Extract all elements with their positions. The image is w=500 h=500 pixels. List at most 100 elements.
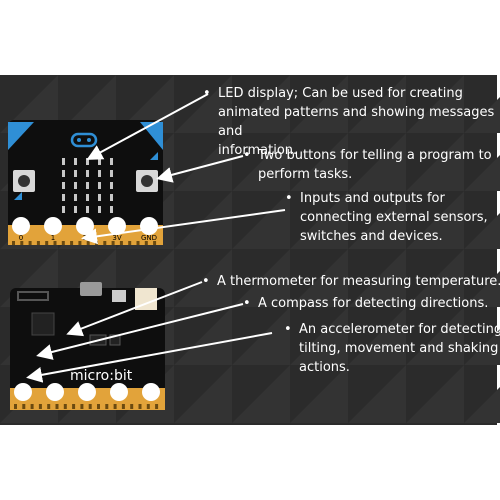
pin-strip: [153, 241, 157, 245]
callout-line: A compass for detecting directions.: [258, 296, 489, 311]
callout-thermometer: • A thermometer for measuring temperatur…: [202, 272, 500, 291]
background-triangle: [464, 213, 500, 249]
button-a-cap[interactable]: [18, 175, 30, 187]
background-triangle: [406, 133, 464, 191]
corner-accent-icon: [8, 122, 34, 150]
led: [86, 158, 89, 165]
logo-text-group: micro:bit: [70, 368, 133, 384]
callout-line: tilting, movement and shaking: [299, 341, 499, 356]
pin-label: GND: [141, 234, 157, 242]
callout-line: A thermometer for measuring temperature.: [217, 274, 500, 289]
background-triangle: [464, 155, 500, 191]
led: [62, 170, 65, 177]
background-triangle: [348, 249, 406, 307]
background-triangle: [348, 307, 406, 365]
background-triangle: [464, 271, 500, 307]
background-triangle: [232, 191, 290, 249]
pin-pad-hole-back: [46, 383, 64, 401]
pin-strip-back: [30, 404, 34, 409]
background-triangle: [174, 191, 232, 249]
background-triangle: [232, 133, 290, 191]
background-triangle: [0, 75, 58, 133]
reset-button[interactable]: [112, 290, 126, 302]
background-triangle: [290, 133, 348, 191]
pin-pad-hole-back: [78, 383, 96, 401]
background-triangle: [406, 249, 464, 307]
led: [74, 170, 77, 177]
pin-strip: [144, 241, 148, 245]
arrow-io-pins: [81, 209, 286, 245]
background-triangle: [290, 249, 348, 307]
pin-strip: [36, 241, 40, 245]
background-triangle: [348, 75, 406, 133]
led: [62, 158, 65, 165]
callout-buttons: • Two buttons for telling a program to p…: [243, 146, 500, 184]
pin-strip: [136, 241, 140, 245]
pin-strip: [70, 241, 74, 245]
background-triangle: [232, 75, 290, 133]
callout-accelerometer: • An accelerometer for detecting tilting…: [284, 320, 500, 377]
logo-dot: [77, 138, 81, 142]
callout-line: switches and devices.: [300, 229, 443, 244]
pin-strip: [20, 241, 24, 245]
background-triangle: [174, 307, 232, 365]
led: [86, 182, 89, 189]
led: [98, 194, 101, 201]
background-triangle: [464, 329, 500, 365]
logo-dot: [87, 138, 91, 142]
callout-line: Inputs and outputs for: [300, 191, 445, 206]
background-triangle: [174, 133, 232, 191]
pin-strip: [53, 241, 57, 245]
callout-line: connecting external sensors,: [300, 210, 488, 225]
pin-strip-back: [121, 404, 125, 409]
background-triangle: [348, 365, 406, 423]
radio-antenna: [17, 291, 49, 301]
button-b-cap[interactable]: [141, 175, 153, 187]
background-triangle: [406, 365, 464, 423]
pin-pads-back: [14, 383, 160, 409]
led: [98, 206, 101, 213]
pin-strip-back: [88, 404, 92, 409]
led: [86, 206, 89, 213]
background-triangle: [464, 387, 500, 423]
pin-strip: [103, 241, 107, 245]
callout-line: information.: [218, 143, 298, 158]
led: [74, 206, 77, 213]
bullet-icon: •: [243, 148, 251, 163]
background-triangle: [174, 249, 232, 307]
background-triangle: [348, 191, 406, 249]
callout-line: LED display; Can be used for creating: [218, 86, 463, 101]
callout-line: perform tasks.: [258, 167, 353, 182]
led: [98, 158, 101, 165]
arrow-led-display: [86, 93, 209, 160]
pin-strip: [12, 241, 15, 245]
callout-line: An accelerometer for detecting: [299, 322, 500, 337]
arrow-thermometer: [66, 281, 203, 337]
pin-strip: [128, 241, 132, 245]
background-triangle: [464, 97, 500, 133]
background-triangle: [290, 75, 348, 133]
led: [62, 194, 65, 201]
background-triangle: [174, 75, 232, 133]
corner-accent-icon: [150, 152, 158, 160]
pin-strip: [78, 241, 82, 245]
led: [110, 170, 113, 177]
background-triangle: [174, 365, 232, 423]
usb-connector: [80, 282, 102, 296]
pin-pad-hole: [108, 217, 126, 235]
background-triangle: [348, 133, 406, 191]
led: [74, 158, 77, 165]
led: [62, 206, 65, 213]
callout-led-display: • LED display; Can be used for creating …: [203, 84, 500, 160]
pin-pad-hole-back: [14, 383, 32, 401]
pin-strip-back: [22, 404, 26, 409]
bullet-icon: •: [284, 322, 292, 337]
pin-strip-back: [113, 404, 117, 409]
led: [110, 194, 113, 201]
led: [62, 182, 65, 189]
bullet-icon: •: [285, 191, 293, 206]
callout-io-pins: • Inputs and outputs for connecting exte…: [285, 189, 500, 246]
